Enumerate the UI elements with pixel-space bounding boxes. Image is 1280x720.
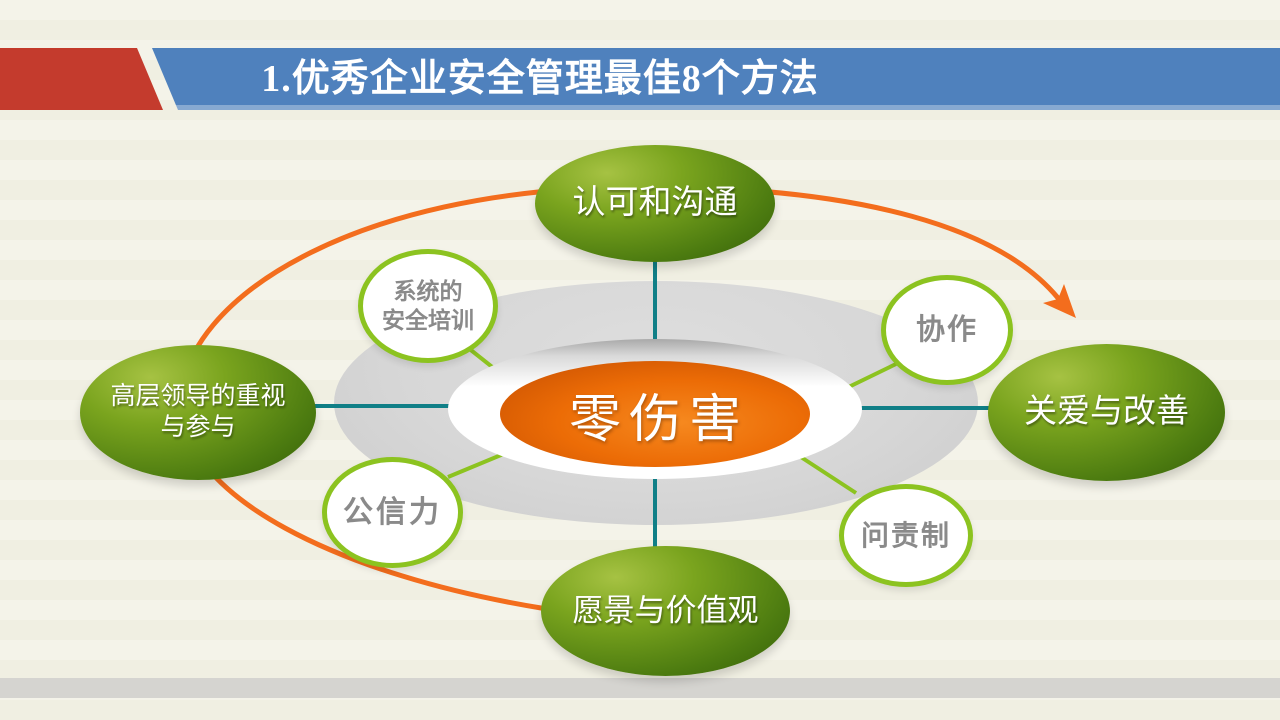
footer-gray-bar	[0, 678, 1280, 698]
node-label-line2: 安全培训	[382, 307, 474, 333]
node-label: 问责制	[860, 520, 951, 551]
flow-arrow-curve	[178, 184, 1061, 612]
flow-arrow-head	[1043, 284, 1076, 318]
node-credibility: 公信力	[322, 457, 463, 568]
node-label-line1: 系统的	[393, 278, 463, 305]
header-red-accent-shape	[0, 48, 163, 110]
node-label: 协作	[915, 313, 978, 346]
node-accountability: 问责制	[839, 484, 973, 587]
header-title-band	[152, 48, 1280, 110]
node-vision-values: 愿景与价值观	[541, 546, 790, 676]
node-label-line2: 与参与	[160, 413, 236, 441]
node-care-improvement: 关爱与改善	[988, 344, 1225, 481]
node-label-multiline: 高层领导的重视 与参与	[110, 382, 285, 443]
node-label-multiline: 系统的 安全培训	[382, 277, 474, 335]
node-label-line1: 高层领导的重视	[110, 383, 286, 410]
node-systematic-safety-training: 系统的 安全培训	[358, 249, 498, 363]
node-leadership-participation: 高层领导的重视 与参与	[80, 345, 316, 480]
center-node-label: 零伤害	[568, 391, 749, 449]
node-label: 愿景与价值观	[572, 593, 759, 629]
node-label: 认可和沟通	[572, 185, 738, 222]
node-collaboration: 协作	[881, 275, 1013, 385]
node-recognition-communication: 认可和沟通	[535, 145, 775, 262]
center-node-zero-harm: 零伤害	[500, 361, 810, 467]
node-label: 关爱与改善	[1024, 394, 1189, 431]
slide-title: 1.优秀企业安全管理最佳8个方法	[261, 58, 819, 100]
node-label: 公信力	[343, 495, 442, 529]
